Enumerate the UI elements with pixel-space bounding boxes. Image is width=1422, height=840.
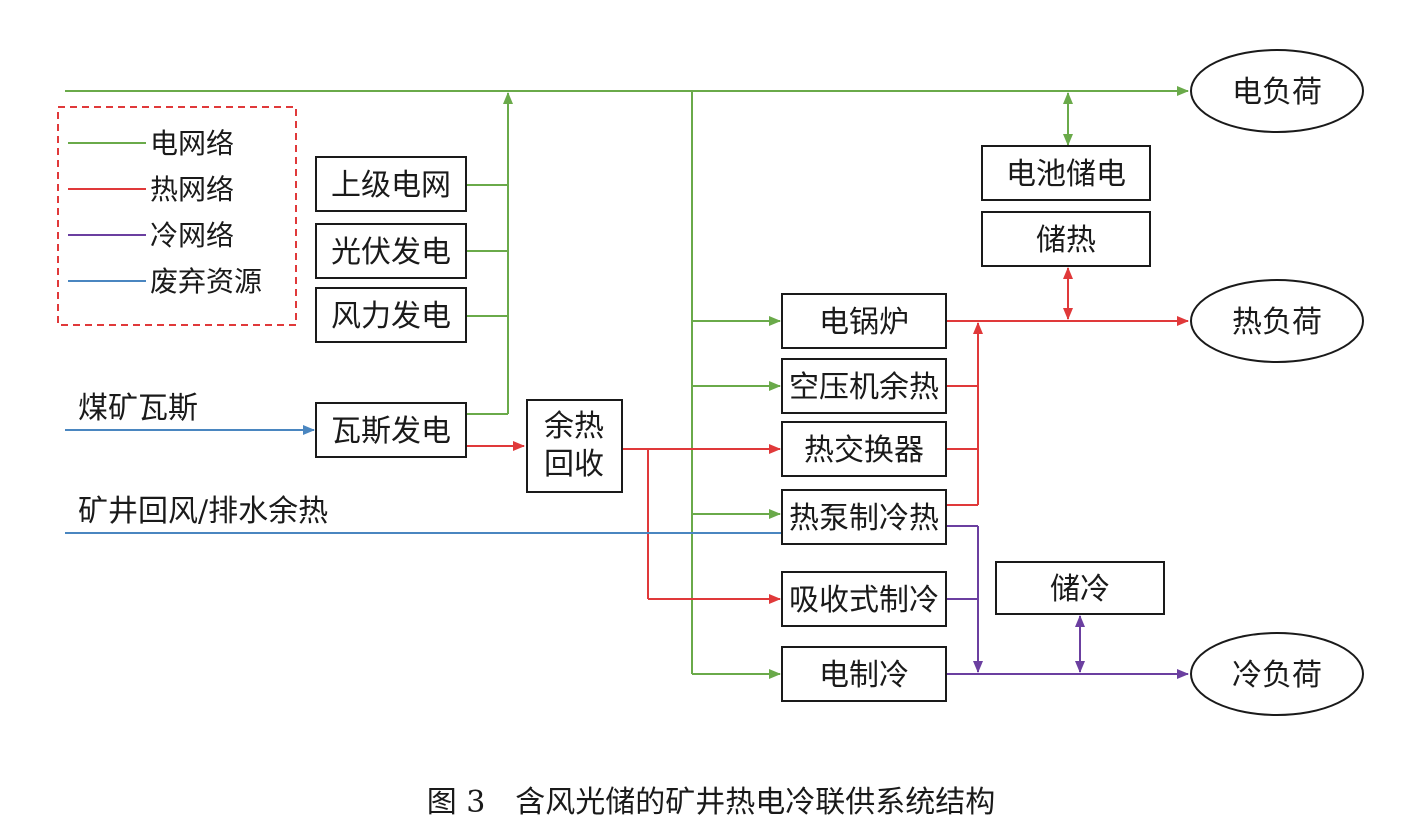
electric-chiller-box: 电制冷	[781, 646, 947, 702]
heat-storage-box: 储热	[981, 211, 1151, 267]
heat-network-lines	[466, 267, 1189, 604]
electric-load-label: 电负荷	[1232, 75, 1322, 110]
input-mine-waste-heat: 矿井回风/排水余热	[78, 494, 328, 529]
upper-grid-label: 上级电网	[331, 168, 451, 203]
gas-power-label: 瓦斯发电	[331, 414, 451, 449]
wind-label: 风力发电	[331, 299, 451, 334]
cold-storage-box: 储冷	[995, 561, 1165, 615]
pv-box: 光伏发电	[315, 223, 467, 279]
electric-boiler-label: 电锅炉	[819, 305, 909, 340]
heat-recovery-label-2: 回收	[544, 447, 604, 482]
cold-network-lines	[946, 525, 1189, 679]
cold-load: 冷负荷	[1190, 632, 1364, 716]
electric-load: 电负荷	[1190, 49, 1364, 133]
absorption-chiller-box: 吸收式制冷	[781, 571, 947, 627]
waste-resource-lines	[65, 425, 782, 534]
figure-caption: 图 3 含风光储的矿井热电冷联供系统结构	[427, 785, 996, 820]
heat-load: 热负荷	[1190, 279, 1364, 363]
electric-chiller-label: 电制冷	[819, 658, 909, 693]
heat-pump-label: 热泵制冷热	[789, 501, 939, 536]
legend-waste: 废弃资源	[150, 265, 262, 298]
legend: 电网络 热网络 冷网络 废弃资源	[57, 106, 297, 326]
cold-storage-label: 储冷	[1050, 572, 1110, 607]
electric-boiler-box: 电锅炉	[781, 293, 947, 349]
heat-recovery-label-1: 余热	[544, 409, 604, 444]
wind-box: 风力发电	[315, 287, 467, 343]
heat-exchanger-label: 热交换器	[804, 433, 924, 468]
battery-box: 电池储电	[981, 145, 1151, 201]
pv-label: 光伏发电	[331, 235, 451, 270]
heat-load-label: 热负荷	[1232, 305, 1322, 340]
upper-grid-box: 上级电网	[315, 156, 467, 212]
cold-load-label: 冷负荷	[1232, 658, 1322, 693]
legend-heat: 热网络	[150, 173, 234, 206]
battery-label: 电池储电	[1006, 157, 1126, 192]
electric-network-lines	[65, 86, 1189, 679]
heat-pump-box: 热泵制冷热	[781, 489, 947, 545]
air-compressor-heat-box: 空压机余热	[781, 358, 947, 414]
heat-exchanger-box: 热交换器	[781, 421, 947, 477]
air-compressor-heat-label: 空压机余热	[789, 370, 939, 405]
legend-cold: 冷网络	[150, 219, 234, 252]
gas-power-box: 瓦斯发电	[315, 402, 467, 458]
input-coal-gas: 煤矿瓦斯	[78, 391, 198, 426]
heat-storage-label: 储热	[1036, 223, 1096, 258]
heat-recovery-box: 余热 回收	[526, 399, 623, 493]
absorption-chiller-label: 吸收式制冷	[789, 583, 939, 618]
legend-electric: 电网络	[150, 127, 234, 160]
